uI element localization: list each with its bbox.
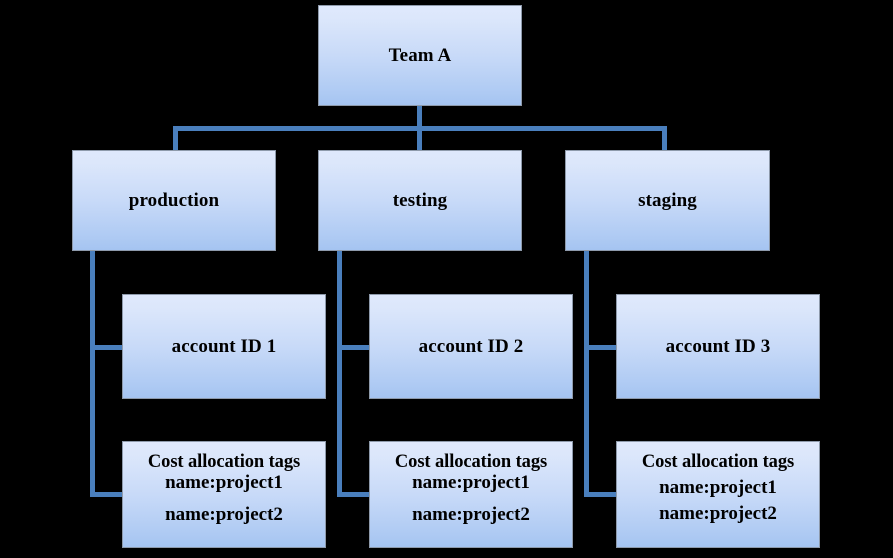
node-environment-staging-label: staging: [638, 190, 697, 211]
node-environment-testing-label: testing: [392, 190, 448, 211]
cost-tags-1-tag-1: name:project1: [165, 471, 283, 493]
node-team-a-label: Team A: [388, 45, 452, 66]
connector-root-stem: [417, 105, 422, 131]
node-account-2[interactable]: account ID 2: [369, 294, 573, 399]
node-account-3[interactable]: account ID 3: [616, 294, 820, 399]
cost-tags-2-tag-1: name:project1: [412, 471, 530, 493]
connector-spine-staging: [584, 251, 589, 497]
node-account-3-label: account ID 3: [665, 336, 771, 357]
cost-tags-1-tag-2: name:project2: [165, 503, 283, 525]
node-environment-testing[interactable]: testing: [318, 150, 522, 251]
cost-tags-3-heading: Cost allocation tags: [641, 452, 795, 472]
connector-drop-staging: [662, 126, 667, 151]
connector-stub-production-tags: [90, 492, 124, 497]
connector-spine-production: [90, 251, 95, 497]
cost-tags-2-heading: Cost allocation tags: [394, 452, 548, 472]
node-account-2-label: account ID 2: [418, 336, 524, 357]
cost-tags-2-tag-2: name:project2: [412, 503, 530, 525]
connector-stub-staging-account: [584, 345, 618, 350]
connector-stub-staging-tags: [584, 492, 618, 497]
connector-stub-testing-account: [337, 345, 371, 350]
connector-drop-testing: [417, 126, 422, 151]
node-environment-production-label: production: [128, 190, 220, 211]
cost-tags-3-tag-1: name:project1: [659, 476, 777, 498]
node-cost-allocation-tags-1[interactable]: Cost allocation tags name:project1 name:…: [122, 441, 326, 548]
node-account-1-label: account ID 1: [171, 336, 277, 357]
node-environment-staging[interactable]: staging: [565, 150, 770, 251]
connector-drop-production: [173, 126, 178, 151]
node-cost-allocation-tags-3[interactable]: Cost allocation tags name:project1 name:…: [616, 441, 820, 548]
node-cost-allocation-tags-2[interactable]: Cost allocation tags name:project1 name:…: [369, 441, 573, 548]
node-environment-production[interactable]: production: [72, 150, 276, 251]
cost-tags-1-heading: Cost allocation tags: [147, 452, 301, 472]
connector-spine-testing: [337, 251, 342, 497]
connector-stub-testing-tags: [337, 492, 371, 497]
node-team-a[interactable]: Team A: [318, 5, 522, 106]
connector-stub-production-account: [90, 345, 124, 350]
node-account-1[interactable]: account ID 1: [122, 294, 326, 399]
cost-tags-3-tag-2: name:project2: [659, 502, 777, 524]
